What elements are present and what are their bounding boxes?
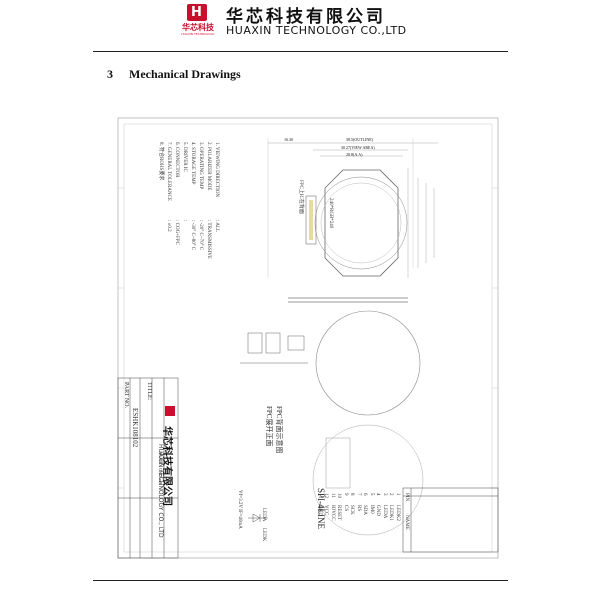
title-block-unit-label: UNIT:mm	[158, 468, 163, 485]
table-row: 13GND	[317, 493, 322, 516]
page-header: H 华芯科技 HUAXIN TECHNOLOGY 华芯科技有限公司 HUAXIN…	[0, 0, 600, 55]
led-schematic	[248, 513, 268, 523]
right-dims	[407, 168, 435, 278]
title-block-part-label: PART NO.	[123, 382, 129, 408]
table-row: 2LEDK1	[388, 493, 394, 521]
logo-chinese-text: 华芯科技	[182, 23, 214, 32]
fpc-contacts	[309, 200, 313, 240]
title-block-scale-label: SCALE	[158, 452, 163, 465]
drawing-frame	[117, 117, 499, 559]
company-name-english: HUAXIN TECHNOLOGY CO.,LTD	[226, 24, 407, 37]
fpc-notes: FPC背面示意图 FPC展开正面	[265, 406, 283, 454]
section-title: Mechanical Drawings	[129, 67, 241, 81]
logo-mark: H	[187, 4, 207, 21]
dim-outline-width: 38.5(OUTLINE)	[346, 137, 373, 142]
fpc-tail	[305, 195, 317, 245]
led-cathode-label: LEDK	[261, 528, 266, 542]
drawing-inner-frame	[123, 123, 493, 553]
pin-table-header: PINNAME	[404, 493, 409, 530]
table-row: 5IM0	[369, 493, 374, 514]
table-row: 10RESET	[336, 493, 342, 521]
company-logo: H 华芯科技 HUAXIN TECHNOLOGY	[175, 4, 221, 38]
fpc-ic-note: FPC上IC在背面	[298, 180, 303, 214]
title-block-part-number: ESHK108102	[131, 408, 139, 448]
section-heading: 3 Mechanical Drawings	[107, 67, 241, 82]
table-row: 11IOVCC	[330, 493, 335, 521]
table-row: 9CS	[343, 493, 348, 512]
footer-rule	[93, 580, 508, 581]
fpc-unfolded-circle	[312, 424, 424, 536]
back-view-circle	[315, 310, 421, 416]
company-name-chinese: 华芯科技有限公司	[226, 7, 386, 27]
module-outline	[324, 169, 399, 277]
table-row: 1LEDK2	[395, 493, 400, 521]
active-area-circle	[320, 182, 402, 264]
view-area-circle	[314, 176, 408, 270]
pin-table-grid	[402, 487, 499, 553]
header-rule	[93, 51, 508, 52]
title-block-logo	[165, 406, 175, 416]
logo-english-text: HUAXIN TECHNOLOGY	[181, 32, 215, 36]
panel-resolution-label: 240*RGB*240	[328, 198, 333, 229]
drawing-lines	[117, 117, 499, 559]
table-row: 8SCK	[349, 493, 355, 515]
led-spec: Vf=3.2V IF=40mA	[237, 490, 242, 529]
dim-view-area-width: 30.27(VIEW AREA)	[341, 145, 375, 150]
table-row: 6SDA	[362, 493, 368, 516]
dim-active-area-width: 28.8(A.A)	[346, 152, 363, 157]
general-note-values: : ALL : TRANSMISSIVE : -20° C~70° C : -3…	[166, 220, 219, 259]
fpc-unfolded-shape	[325, 437, 351, 489]
fpc-detail	[240, 332, 308, 364]
table-row: 7RS	[356, 493, 361, 512]
mechanical-drawing: 1. VIEWING DIRECTION 2. POLARIZER MODE 3…	[108, 108, 508, 568]
general-notes: 1. VIEWING DIRECTION 2. POLARIZER MODE 3…	[158, 142, 219, 201]
pin-table-rows: 1LEDK2 2LEDK1 3LEDA 4GND 5IM0 6SDA 7RS 8…	[316, 493, 400, 521]
dim-fpc-length: 16.30	[284, 137, 293, 142]
table-row: 3LEDA	[382, 493, 387, 519]
title-block-grid	[117, 377, 179, 559]
led-anode-label: LEDA	[261, 508, 266, 522]
title-block-title-label: TITLE:	[146, 382, 152, 401]
section-number: 3	[107, 67, 113, 81]
